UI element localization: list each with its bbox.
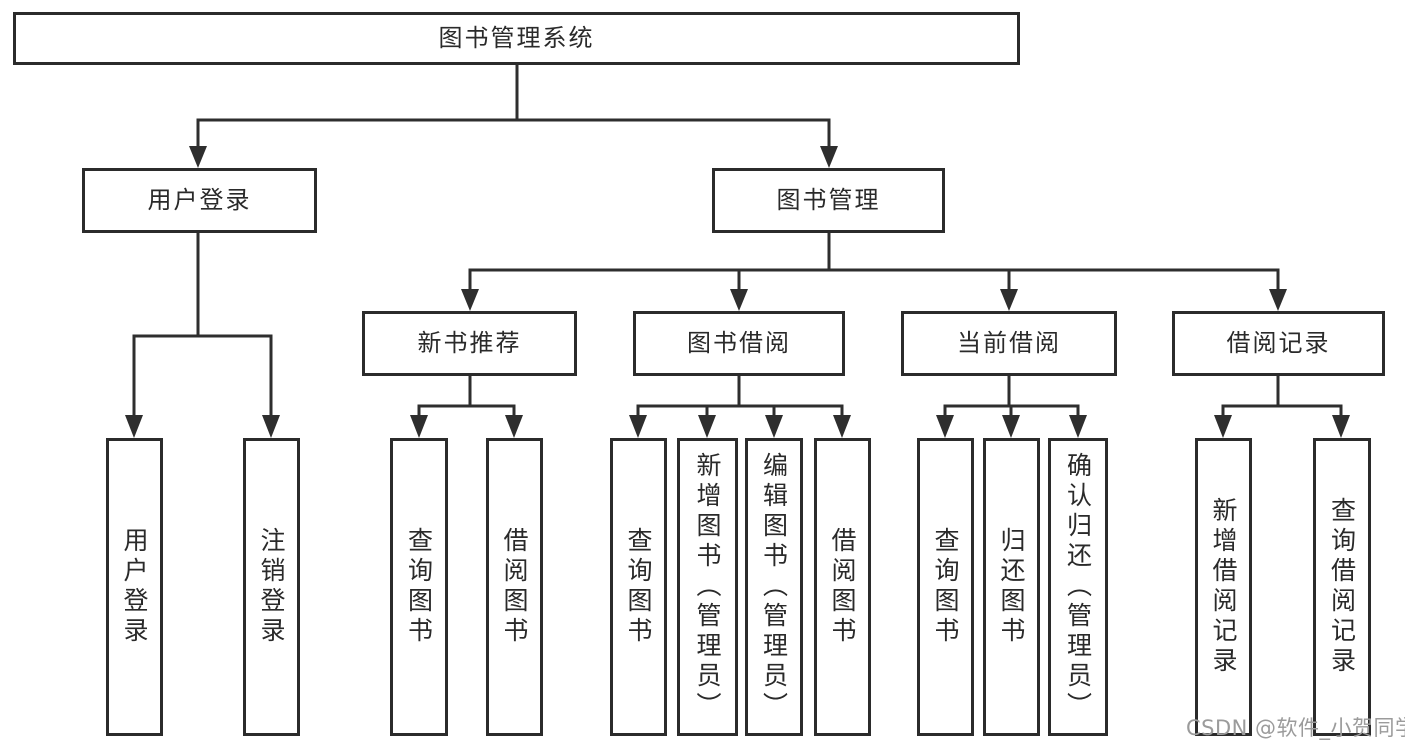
node-label: 查询借阅记录 — [1327, 497, 1357, 677]
connector-book-borrow-to-leaves — [629, 374, 851, 438]
connector-book-management-to-level3 — [461, 231, 1287, 311]
node-book-management: 图书管理 — [712, 168, 945, 233]
node-label: 图书管理 — [776, 186, 881, 215]
node-label: 借阅图书 — [500, 527, 529, 647]
connector-borrow-records-to-leaves — [1214, 374, 1350, 438]
watermark: CSDN @软件_小贺同学 — [1186, 716, 1405, 740]
node-label: 查询图书 — [404, 527, 434, 647]
node-root: 图书管理系统 — [13, 12, 1020, 65]
node-label: 图书借阅 — [687, 329, 791, 358]
leaf-query-book-recommend: 查询图书 — [390, 438, 448, 736]
connector-user-login-to-leaves — [125, 231, 280, 438]
leaf-edit-book-admin: 编辑图书（管理员） — [745, 438, 803, 736]
node-label: 注销登录 — [257, 527, 286, 647]
leaf-add-book-admin: 新增图书（管理员） — [677, 438, 738, 736]
leaf-confirm-return-admin: 确认归还（管理员） — [1048, 438, 1108, 736]
leaf-query-book-borrow: 查询图书 — [610, 438, 667, 736]
node-label: 用户登录 — [120, 527, 149, 647]
connector-root-to-level2 — [189, 63, 838, 168]
connector-current-borrow-to-leaves — [936, 374, 1087, 438]
node-label: 图书管理系统 — [438, 24, 595, 53]
node-label: 新增借阅记录 — [1209, 497, 1238, 677]
node-label: 新书推荐 — [417, 329, 522, 358]
node-label: 确认归还（管理员） — [1063, 452, 1093, 722]
node-user-login: 用户登录 — [82, 168, 317, 233]
leaf-add-borrow-record: 新增借阅记录 — [1195, 438, 1252, 736]
node-borrow-records: 借阅记录 — [1172, 311, 1385, 376]
node-label: 查询图书 — [931, 527, 960, 647]
leaf-logout: 注销登录 — [243, 438, 300, 736]
leaf-borrow-book: 借阅图书 — [814, 438, 871, 736]
leaf-return-book: 归还图书 — [983, 438, 1040, 736]
node-label: 编辑图书（管理员） — [759, 452, 789, 722]
node-label: 新增图书（管理员） — [693, 452, 722, 722]
leaf-borrow-book-recommend: 借阅图书 — [486, 438, 543, 736]
node-label: 借阅图书 — [828, 527, 857, 647]
leaf-user-login: 用户登录 — [106, 438, 163, 736]
leaf-query-book-current: 查询图书 — [917, 438, 974, 736]
node-label: 当前借阅 — [957, 329, 1061, 358]
leaf-query-borrow-record: 查询借阅记录 — [1313, 438, 1371, 736]
node-label: 用户登录 — [147, 186, 252, 215]
node-book-borrow: 图书借阅 — [633, 311, 845, 376]
node-label: 归还图书 — [997, 527, 1026, 647]
node-new-book-recommend: 新书推荐 — [362, 311, 577, 376]
node-current-borrow: 当前借阅 — [901, 311, 1117, 376]
node-label: 借阅记录 — [1226, 329, 1331, 358]
connector-new-book-recommend-to-leaves — [410, 374, 523, 438]
node-label: 查询图书 — [624, 527, 653, 647]
